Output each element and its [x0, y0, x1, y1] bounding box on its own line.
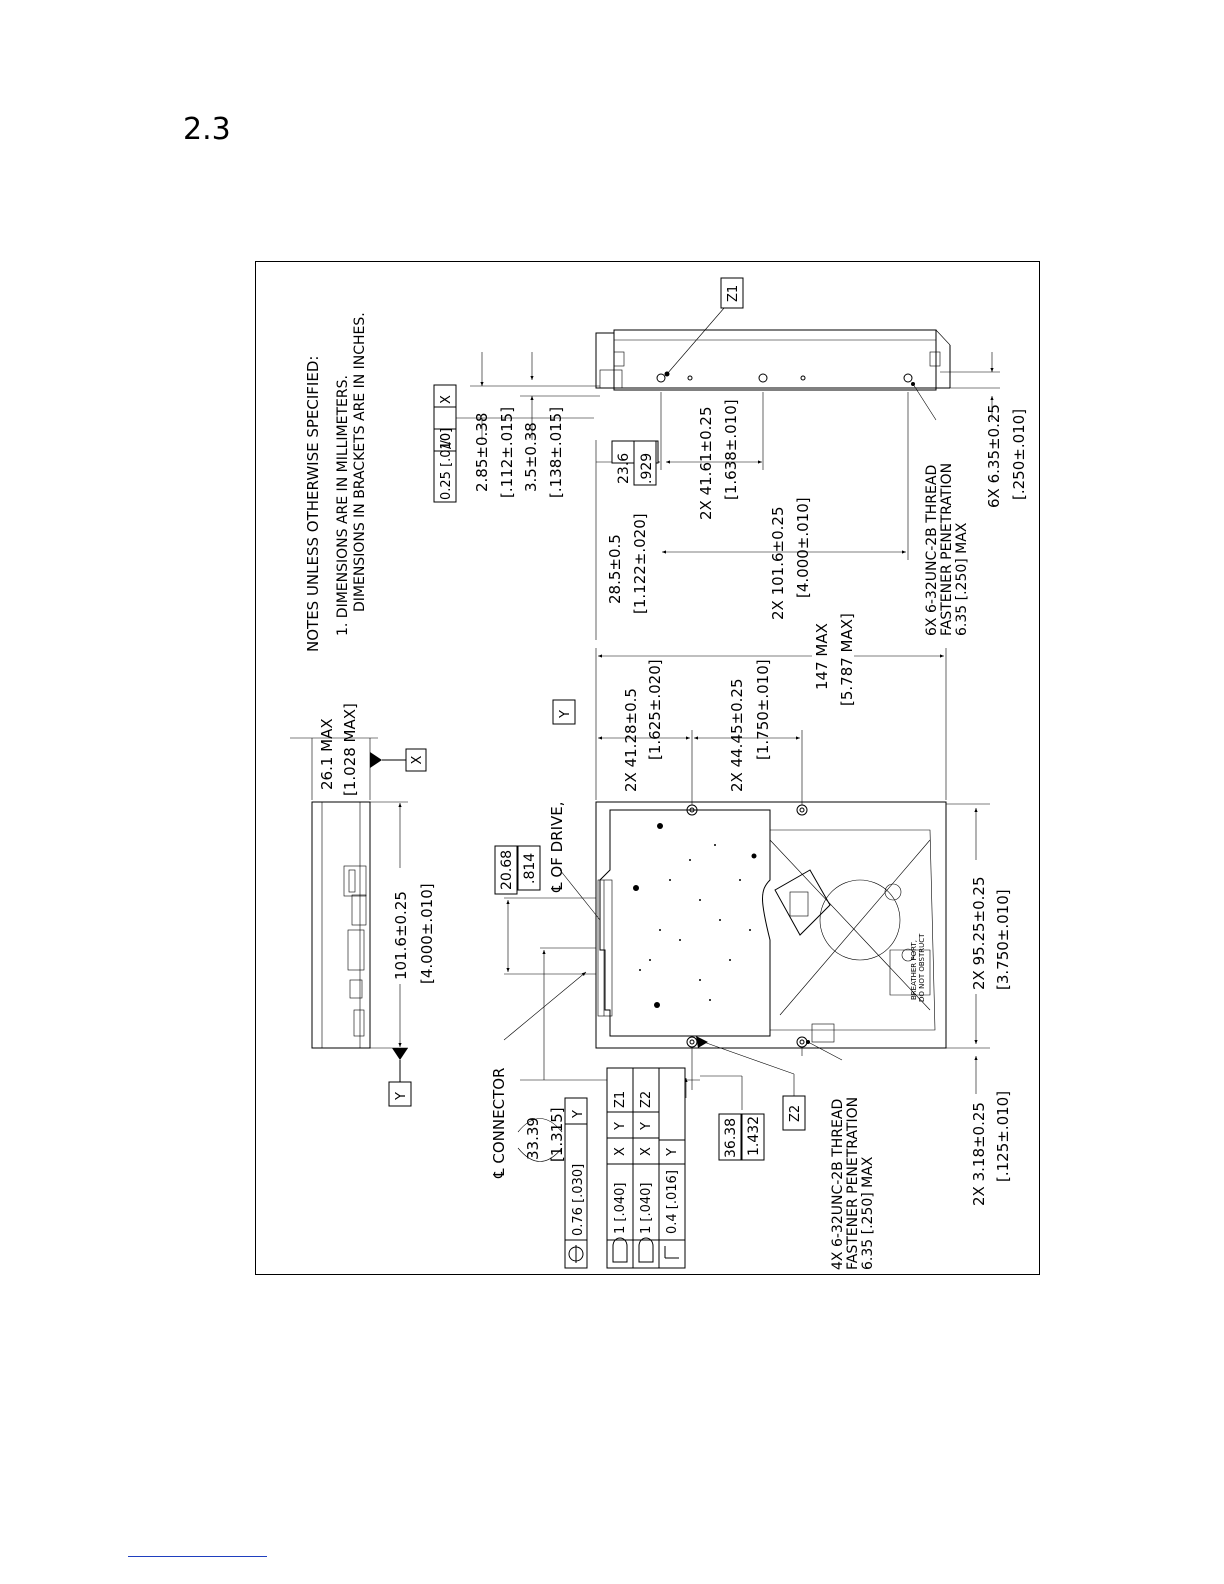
- front-dim-a-mm: 2.85±0.38: [473, 413, 491, 492]
- fcf-parallel-symbol: //: [439, 440, 454, 449]
- front-view: // 0.25 [.010] X 0.25 [.010] 2.85±0.38 […: [433, 277, 1028, 640]
- datum-x-box: [405, 748, 427, 772]
- front-dim-e-mm: 2X 41.61±0.25: [697, 407, 715, 521]
- bottom-dim-j-in: [5.787 MAX]: [838, 613, 856, 706]
- cl-connector-label: ℄ CONNECTOR: [490, 1068, 508, 1179]
- bottom-dim-o-in: [.125±.010]: [994, 1091, 1012, 1182]
- front-dim-d-mm: 23.6: [616, 453, 632, 484]
- front-dim-c-mm: 28.5±0.5: [606, 534, 624, 604]
- front-dim-g-mm: 6X 6.35±0.25: [985, 404, 1003, 508]
- bottom-dim-h-in: [1.625±.020]: [646, 659, 664, 760]
- side-length-mm: 101.6±0.25: [392, 891, 410, 980]
- fcf-row2-d2: Y: [639, 1122, 654, 1131]
- fcf-row1-d3: Z1: [613, 1091, 628, 1108]
- front-thread-2: FASTENER PENETRATION: [939, 463, 955, 636]
- datum-y-box-2: [552, 699, 576, 725]
- front-dim-a-in: [.112±.015]: [498, 407, 516, 498]
- bottom-dim-i-in: [1.750±.010]: [754, 659, 772, 760]
- bottom-thread-2: FASTENER PENETRATION: [845, 1097, 861, 1270]
- front-dim-g-in: [.250±.010]: [1010, 409, 1028, 500]
- front-dim-e-in: [1.638±.010]: [722, 399, 740, 500]
- fcf-row2-d3: Z2: [639, 1091, 654, 1108]
- notes-block: NOTES UNLESS OTHERWISE SPECIFIED: 1. DIM…: [304, 312, 368, 652]
- bottom-dim-k-in: .814: [522, 853, 538, 884]
- front-dim-b-mm: 3.5±0.38: [522, 422, 540, 492]
- bottom-dim-l-mm: 33.39: [524, 1117, 542, 1160]
- datum-z2-box: [782, 1095, 806, 1131]
- notes-title: NOTES UNLESS OTHERWISE SPECIFIED:: [304, 356, 322, 652]
- front-dim-d-in: .929: [639, 453, 655, 484]
- bottom-thread-1: 4X 6-32UNC-2B THREAD: [830, 1099, 846, 1270]
- fcf-row1-d2: Y: [613, 1122, 628, 1131]
- front-dim-f-in: [4.000±.010]: [794, 497, 812, 598]
- front-dim-f-mm: 2X 101.6±0.25: [769, 507, 787, 621]
- fcf-row2-d1: X: [639, 1147, 654, 1156]
- datum-z1-label: Z1: [726, 285, 741, 302]
- fcf-row1-d1: X: [613, 1147, 628, 1156]
- front-dim-b-in: [.138±.015]: [547, 407, 565, 498]
- cl-drive-label: ℄ OF DRIVE,: [548, 801, 566, 893]
- front-thread-3: 6.35 [.250] MAX: [954, 522, 970, 636]
- fcf-row0-tol: 0.76 [.030]: [571, 1164, 586, 1236]
- bottom-view: BREATHER PORT, DO NOT OBSTRUCT ℄ OF DRIV…: [490, 613, 1012, 1270]
- bottom-dim-h-mm: 2X 41.28±0.5: [622, 688, 640, 792]
- fcf-row2-tol: 1 [.040]: [639, 1183, 654, 1235]
- fcf-table: 0.76 [.030] Y 1 [.040] X Y Z1 1 [.040] X…: [564, 1067, 686, 1269]
- bottom-dim-i-mm: 2X 44.45±0.25: [728, 679, 746, 793]
- fcf-row3-tol: 0.4 [.016]: [665, 1170, 680, 1234]
- fcf-row1-tol: 1 [.040]: [613, 1183, 628, 1235]
- fcf-row0-d1: Y: [571, 1110, 586, 1119]
- bottom-dim-l-in: [1.315]: [548, 1107, 566, 1162]
- breather-label-b: DO NOT OBSTRUCT: [918, 933, 926, 1002]
- side-height-mm: 26.1 MAX: [318, 718, 336, 790]
- fcf-parallel-datum: X: [439, 395, 454, 404]
- fcf-row3-d1: Y: [665, 1148, 680, 1157]
- bottom-dim-n-mm: 2X 95.25±0.25: [970, 877, 988, 991]
- bottom-dim-n-in: [3.750±.010]: [994, 889, 1012, 990]
- section-number: 2.3: [183, 112, 231, 147]
- breather-label-a: BREATHER PORT,: [910, 940, 918, 1000]
- side-length-in: [4.000±.010]: [418, 883, 436, 984]
- bottom-dim-m-in: 1.432: [746, 1116, 762, 1156]
- side-view: 26.1 MAX [1.028 MAX] X 101.6±0.25 [4.000…: [290, 703, 436, 1107]
- datum-x-label: X: [410, 755, 425, 764]
- bottom-dim-j-mm: 147 MAX: [813, 623, 831, 690]
- footnote-rule: [128, 1556, 267, 1557]
- fcf-parallel-tol-cell: 0.25 [.010]: [439, 428, 454, 500]
- notes-line-2: DIMENSIONS IN BRACKETS ARE IN INCHES.: [352, 312, 368, 612]
- datum-z2-label: Z2: [788, 1105, 803, 1122]
- bottom-dim-o-mm: 2X 3.18±0.25: [970, 1102, 988, 1206]
- side-height-in: [1.028 MAX]: [341, 703, 359, 796]
- datum-z1-box: [720, 277, 744, 309]
- bottom-dim-m-mm: 36.38: [723, 1118, 739, 1158]
- bottom-thread-3: 6.35 [.250] MAX: [860, 1156, 876, 1270]
- front-thread-1: 6X 6-32UNC-2B THREAD: [924, 465, 940, 636]
- datum-y-box: [388, 1081, 412, 1107]
- notes-line-1: 1. DIMENSIONS ARE IN MILLIMETERS.: [335, 375, 351, 636]
- datum-y-label-2: Y: [558, 710, 573, 719]
- bottom-dim-k-mm: 20.68: [499, 850, 515, 890]
- drawing-frame: [255, 261, 1040, 1275]
- front-dim-c-in: [1.122±.020]: [631, 513, 649, 614]
- datum-y-label: Y: [394, 1092, 409, 1101]
